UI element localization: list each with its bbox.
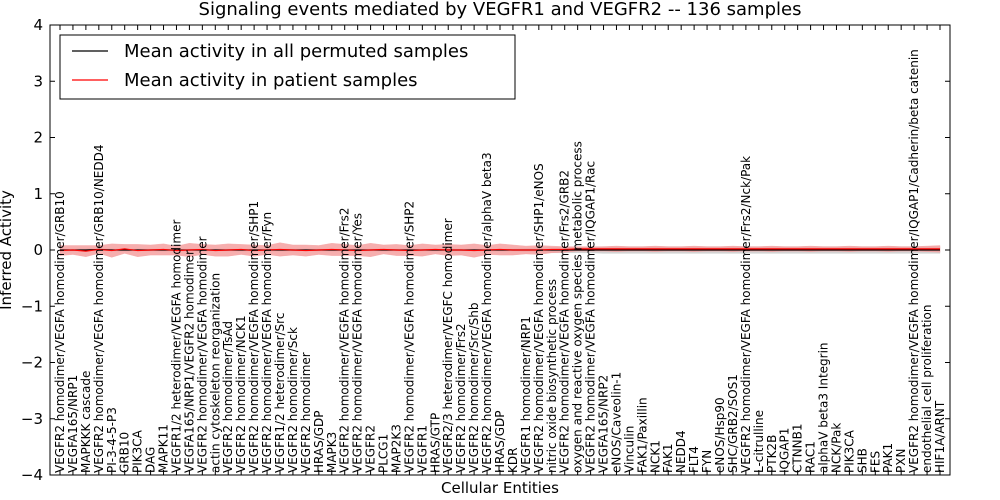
y-tick-label: 4	[33, 16, 43, 34]
x-tick-label: PLCG1	[377, 434, 391, 473]
x-tick-label: actin cytoskeleton reorganization	[208, 273, 222, 473]
x-tick-label: SHB	[855, 448, 869, 473]
x-tick-label: VEGFR1/2 heterodimer/Src	[273, 313, 287, 473]
x-tick-label: VEGFR2 homodimer/VEGFA homodimer	[195, 236, 209, 473]
x-tick-label: HRAS/GDP	[312, 410, 326, 473]
x-tick-label: VEGFA165/NRP1/VEGFR2 homodimer	[182, 250, 196, 473]
x-tick-label: HRAS/GDP	[493, 410, 507, 473]
x-tick-label: VEGFR2 homodimer/Frs2	[454, 323, 468, 473]
x-tick-label: PXN	[894, 449, 908, 473]
x-tick-label: VEGFA165/NRP2	[597, 375, 611, 473]
x-tick-label: FAK1/Paxillin	[635, 397, 649, 473]
x-tick-label: FYN	[700, 450, 714, 473]
y-tick-label: 2	[33, 129, 43, 147]
x-tick-label: VEGFR2 homodimer/Src/Shb	[467, 302, 481, 473]
x-tick-label: FLT4	[687, 446, 701, 473]
y-tick-label: 1	[33, 185, 43, 203]
x-tick-label: VEGFR2 homodimer/VEGFA homodimer/GRB10	[53, 191, 67, 473]
chart-title: Signaling events mediated by VEGFR1 and …	[199, 0, 802, 20]
legend-label-patient: Mean activity in patient samples	[124, 70, 418, 91]
x-tick-label: PIK3CA	[131, 429, 145, 473]
legend-box	[59, 34, 516, 100]
x-tick-label: VEGFR1	[415, 425, 429, 473]
x-tick-label: VEGFR2	[364, 425, 378, 473]
x-tick-label: MAPK3	[325, 432, 339, 473]
x-tick-label: VEGFR2 homodimer/VEGFA homodimer/SHP2	[402, 201, 416, 473]
x-tick-label: VEGFR1 homodimer/NRP1	[519, 316, 533, 473]
x-tick-label: CTNNB1	[791, 423, 805, 473]
x-tick-label: MAPK11	[157, 424, 171, 473]
x-tick-label: KDR	[506, 448, 520, 473]
x-tick-label: VEGFA165/NRP1	[66, 375, 80, 473]
y-axis: 4 3 2 1 0 −1 −2 −3 −4	[21, 16, 950, 484]
x-tick-label: VEGFR2 homodimer/NCK1	[234, 315, 248, 473]
x-tick-label: VEGFR2 homodimer/VEGFA homodimer/Frs2/Nc…	[739, 156, 753, 473]
x-tick-label: PAK1	[881, 443, 895, 473]
series-lines	[59, 248, 940, 252]
x-tick-label: NCK1	[648, 440, 662, 473]
y-axis-label: Inferred Activity	[0, 190, 15, 310]
x-tick-label: RAC1	[804, 441, 818, 473]
x-tick-label: IQGAP1	[778, 428, 792, 473]
x-tick-label: VEGFR2 homodimer/Sck	[286, 327, 300, 473]
x-tick-label: FES	[868, 451, 882, 473]
y-tick-label: 3	[33, 72, 43, 90]
x-axis-label: Cellular Entities	[441, 479, 559, 497]
y-tick-label: −2	[21, 354, 43, 372]
y-tick-label: −3	[21, 410, 43, 428]
legend: Mean activity in all permuted samples Me…	[59, 34, 516, 100]
x-tick-label: NCK/Pak	[829, 423, 843, 473]
x-tick-label: VEGFR2 homodimer/TsAd	[221, 321, 235, 473]
y-tick-label: −4	[21, 466, 43, 484]
legend-label-permuted: Mean activity in all permuted samples	[124, 41, 468, 62]
x-tick-label: oxygen and reactive oxygen species metab…	[571, 141, 585, 473]
x-tick-label: VEGFR2 homodimer/VEGFA homodimer/SHP1/eN…	[532, 163, 546, 473]
x-tick-label: MAP2K3	[389, 424, 403, 473]
x-tick-label: alphaV beta3 Integrin	[817, 342, 831, 473]
x-tick-label: PIK3CA	[842, 429, 856, 473]
x-tick-label: PTK2B	[765, 435, 779, 473]
x-tick-label: L-citrulline	[752, 410, 766, 473]
x-tick-label: SHC/GRB2/SOS1	[726, 374, 740, 473]
x-tick-label: FAK1	[661, 443, 675, 473]
x-tick-label: VEGFR2/3 heterodimer/VEGFC homodimer	[441, 218, 455, 473]
series-line-patient	[59, 248, 940, 252]
x-tick-label: Vinculin	[622, 426, 636, 473]
x-tick-label: NEDD4	[674, 430, 688, 473]
x-tick-label: eNOS/Hsp90	[713, 397, 727, 473]
x-tick-label: VEGFR2 homodimer/VEGFA homodimer/Frs2/GR…	[558, 170, 572, 473]
x-tick-label: DAG	[144, 447, 158, 473]
x-tick-label: VEGFR2 homodimer/VEGFA homodimer/IQGAP1/…	[907, 49, 921, 473]
x-tick-label: MAPKKK cascade	[79, 371, 93, 473]
x-tick-label: HRAS/GTP	[428, 413, 442, 473]
x-tick-label: VEGFR2 homodimer/VEGFA homodimer/IQGAP1/…	[584, 161, 598, 473]
x-tick-label: VEGFR2 homodimer	[299, 352, 313, 473]
x-tick-label: VEGFR2 homodimer/VEGFA homodimer/GRB10/N…	[92, 144, 106, 473]
x-tick-label: VEGFR2 homodimer/VEGFA homodimer/SHP1	[247, 201, 261, 473]
y-tick-label: 0	[33, 241, 43, 259]
x-tick-label: eNOS/Caveolin-1	[609, 372, 623, 473]
x-tick-label: VEGFR1/2 heterodimer/VEGFA homodimer	[169, 220, 183, 473]
x-tick-label: PI-3-4-5-P3	[105, 407, 119, 473]
x-tick-label: nitric oxide biosynthetic process	[545, 279, 559, 473]
x-tick-label: VEGFR2 homodimer/VEGFA homodimer/Fyn	[260, 212, 274, 473]
x-tick-label: HIF1A/ARNT	[933, 400, 947, 473]
y-tick-label: −1	[21, 297, 43, 315]
x-tick-labels: VEGFR2 homodimer/VEGFA homodimer/GRB10VE…	[53, 25, 947, 475]
x-tick-label: VEGFR2 homodimer/VEGFA homodimer/Frs2	[338, 208, 352, 474]
x-tick-label: VEGFR2 homodimer/VEGFA homodimer/alphaV …	[480, 152, 494, 473]
x-tick-label: VEGFR2 homodimer/VEGFA homodimer/Yes	[351, 213, 365, 473]
x-tick-label: endothelial cell proliferation	[920, 305, 934, 473]
x-tick-label: GRB10	[118, 432, 132, 473]
